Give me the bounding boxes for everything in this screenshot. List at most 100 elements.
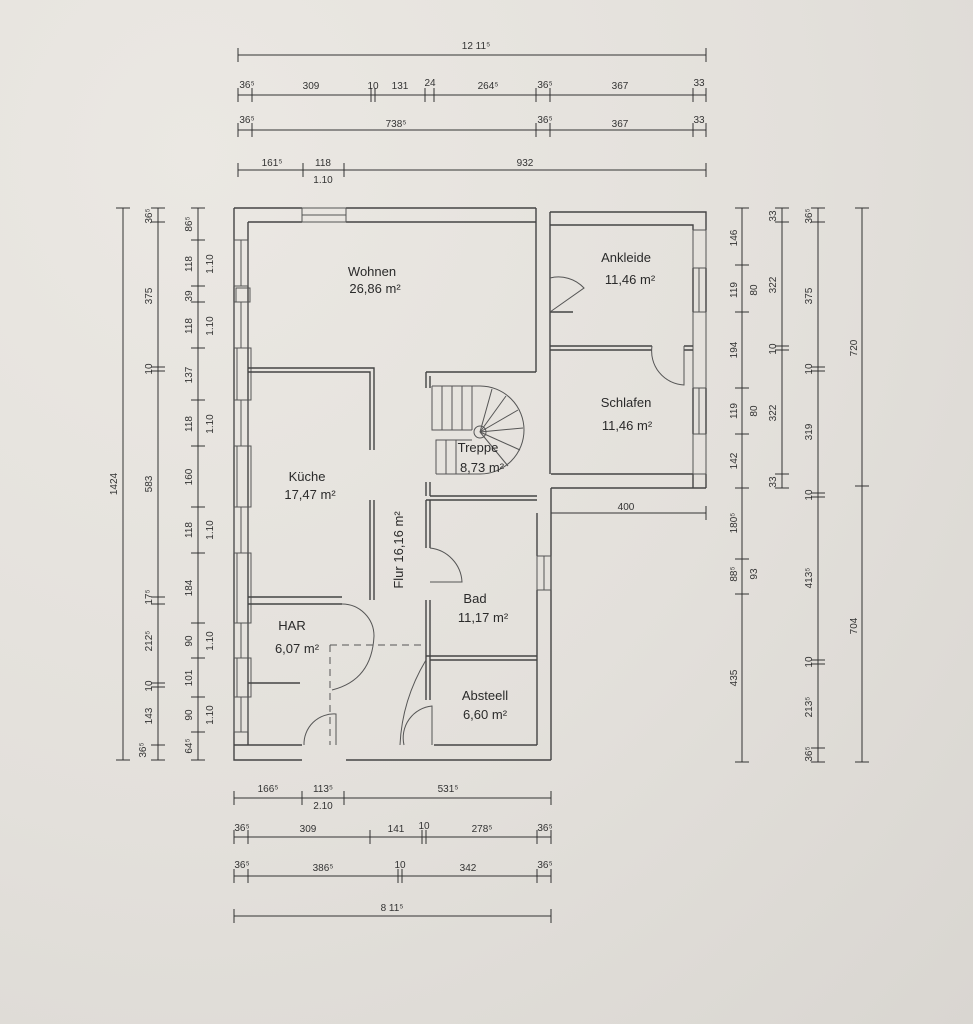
room-abstell: Absteell 6,60 m² (462, 688, 508, 722)
dim-label: 86⁵ (184, 216, 195, 231)
room-schlafen: Schlafen 11,46 m² (601, 395, 653, 433)
room-name: Wohnen (348, 264, 396, 279)
dim-label: 36⁵ (144, 208, 155, 223)
dim-top-row1: 36⁵ 309 10 131 24 264⁵ 36⁵ 367 33 (237, 78, 707, 102)
dim-label: 119 (729, 282, 740, 298)
dashed-lines (329, 644, 426, 745)
dim-bottom-total: 8 11⁵ (233, 903, 552, 923)
room-area: 6,60 m² (463, 707, 508, 722)
dim-label: 8 11⁵ (381, 903, 404, 914)
dim-label: 400 (618, 502, 635, 513)
dim-label: 80 (749, 405, 760, 417)
interior-walls (248, 278, 693, 700)
dim-label: 118 (184, 256, 195, 272)
dim-left-total: 1424 (109, 207, 130, 761)
dim-bottom-row1: 166⁵ 113⁵ 2.10 531⁵ (233, 784, 552, 812)
dim-label: 142 (729, 452, 740, 469)
dim-label: 1.10 (205, 316, 216, 336)
dim-label: 118 (184, 318, 195, 334)
dim-label: 264⁵ (478, 81, 499, 92)
dim-top-row3: 161⁵ 118 1.10 932 (237, 158, 707, 186)
room-area: 11,46 m² (605, 272, 656, 287)
dim-label: 194 (729, 341, 740, 358)
dim-label: 180⁵ (729, 513, 740, 534)
dim-top-total: 12 11⁵ (237, 41, 707, 62)
dim-right-total: 720 704 (849, 207, 869, 763)
dim-label: 36⁵ (537, 115, 552, 126)
dim-label: 36⁵ (239, 115, 254, 126)
dim-label: 118 (315, 158, 331, 169)
dim-label: 137 (184, 366, 195, 383)
dim-label: 33 (768, 476, 779, 488)
room-area: 8,73 m² (460, 460, 505, 475)
dim-label: 36⁵ (234, 860, 249, 871)
room-name: Treppe (458, 440, 499, 455)
dim-label: 278⁵ (472, 824, 493, 835)
dim-label: 184 (184, 579, 195, 596)
dim-label: 88⁵ (729, 566, 740, 581)
dim-label: 367 (612, 81, 629, 92)
dim-label: 413⁵ (804, 568, 815, 589)
door-swings (303, 276, 685, 746)
dim-label: 80 (749, 284, 760, 296)
dim-label: 10 (804, 489, 815, 501)
dim-label: 213⁵ (804, 697, 815, 718)
room-name: Ankleide (601, 250, 651, 265)
dim-label: 36⁵ (234, 823, 249, 834)
dim-label: 10 (394, 860, 406, 871)
dim-label: 932 (517, 158, 534, 169)
dim-label: 342 (460, 863, 477, 874)
spiral-staircase (431, 385, 525, 475)
dim-label: 166⁵ (258, 784, 279, 795)
dim-label: 143 (144, 707, 155, 724)
room-area: 11,17 m² (458, 610, 509, 625)
dim-label: 10 (804, 363, 815, 375)
room-ankleide: Ankleide 11,46 m² (601, 250, 656, 287)
dim-label: 33 (693, 115, 705, 126)
dim-right-b: 33 322 10 322 33 (768, 207, 789, 489)
dim-label: 118 (184, 416, 195, 432)
dim-label: 101 (184, 669, 195, 686)
dim-label: 1.10 (205, 414, 216, 434)
dim-label: 93 (749, 568, 760, 580)
dim-label: 10 (768, 343, 779, 355)
room-area: 17,47 m² (284, 487, 336, 502)
room-name: Schlafen (601, 395, 652, 410)
dim-label: 10 (367, 81, 379, 92)
room-area: 11,46 m² (602, 418, 653, 433)
dim-label: 367 (612, 119, 629, 130)
dim-label: 704 (849, 617, 860, 634)
dim-label: 131 (392, 81, 409, 92)
dim-label: 33 (768, 210, 779, 222)
dim-top-row2: 36⁵ 738⁵ 36⁵ 367 33 (237, 115, 707, 137)
dim-label: 113⁵ (313, 784, 333, 795)
dim-left-inner: 86⁵ 118 39 118 137 118 160 118 184 90 10… (184, 207, 216, 761)
dim-label: 322 (768, 276, 779, 293)
room-kueche: Küche 17,47 m² (284, 469, 336, 502)
dim-right-a: 146 119 194 119 142 180⁵ 88⁵ 435 93 80 8… (729, 207, 760, 763)
dim-label: 33 (693, 78, 705, 89)
dim-left-outer: 36⁵ 375 10 583 17⁵ 212⁵ 10 143 36⁵ (138, 207, 165, 761)
dim-label: 90 (184, 709, 195, 721)
dim-label: 10 (804, 656, 815, 668)
dim-label: 36⁵ (804, 746, 815, 761)
dim-label: 1.10 (205, 705, 216, 725)
dim-label: 212⁵ (144, 631, 155, 652)
dim-label: 24 (424, 78, 436, 89)
exterior-walls (233, 207, 707, 761)
dim-label: 36⁵ (537, 80, 552, 91)
dim-label: 10 (418, 821, 430, 832)
dim-label: 375 (144, 287, 155, 304)
dim-label: 531⁵ (438, 784, 459, 795)
dim-label: 146 (729, 229, 740, 246)
dim-label: 738⁵ (386, 119, 407, 130)
room-wohnen: Wohnen 26,86 m² (348, 264, 401, 296)
dim-label: 10 (144, 363, 155, 375)
dim-right-c: 36⁵ 375 10 319 10 413⁵ 10 213⁵ 36⁵ (804, 207, 825, 763)
dim-label: 36⁵ (138, 742, 149, 757)
room-treppe: Treppe 8,73 m² (458, 440, 505, 475)
dim-label: 309 (300, 824, 317, 835)
room-name: Absteell (462, 688, 508, 703)
dim-bottom-row2: 36⁵ 309 141 10 278⁵ 36⁵ (233, 821, 553, 844)
